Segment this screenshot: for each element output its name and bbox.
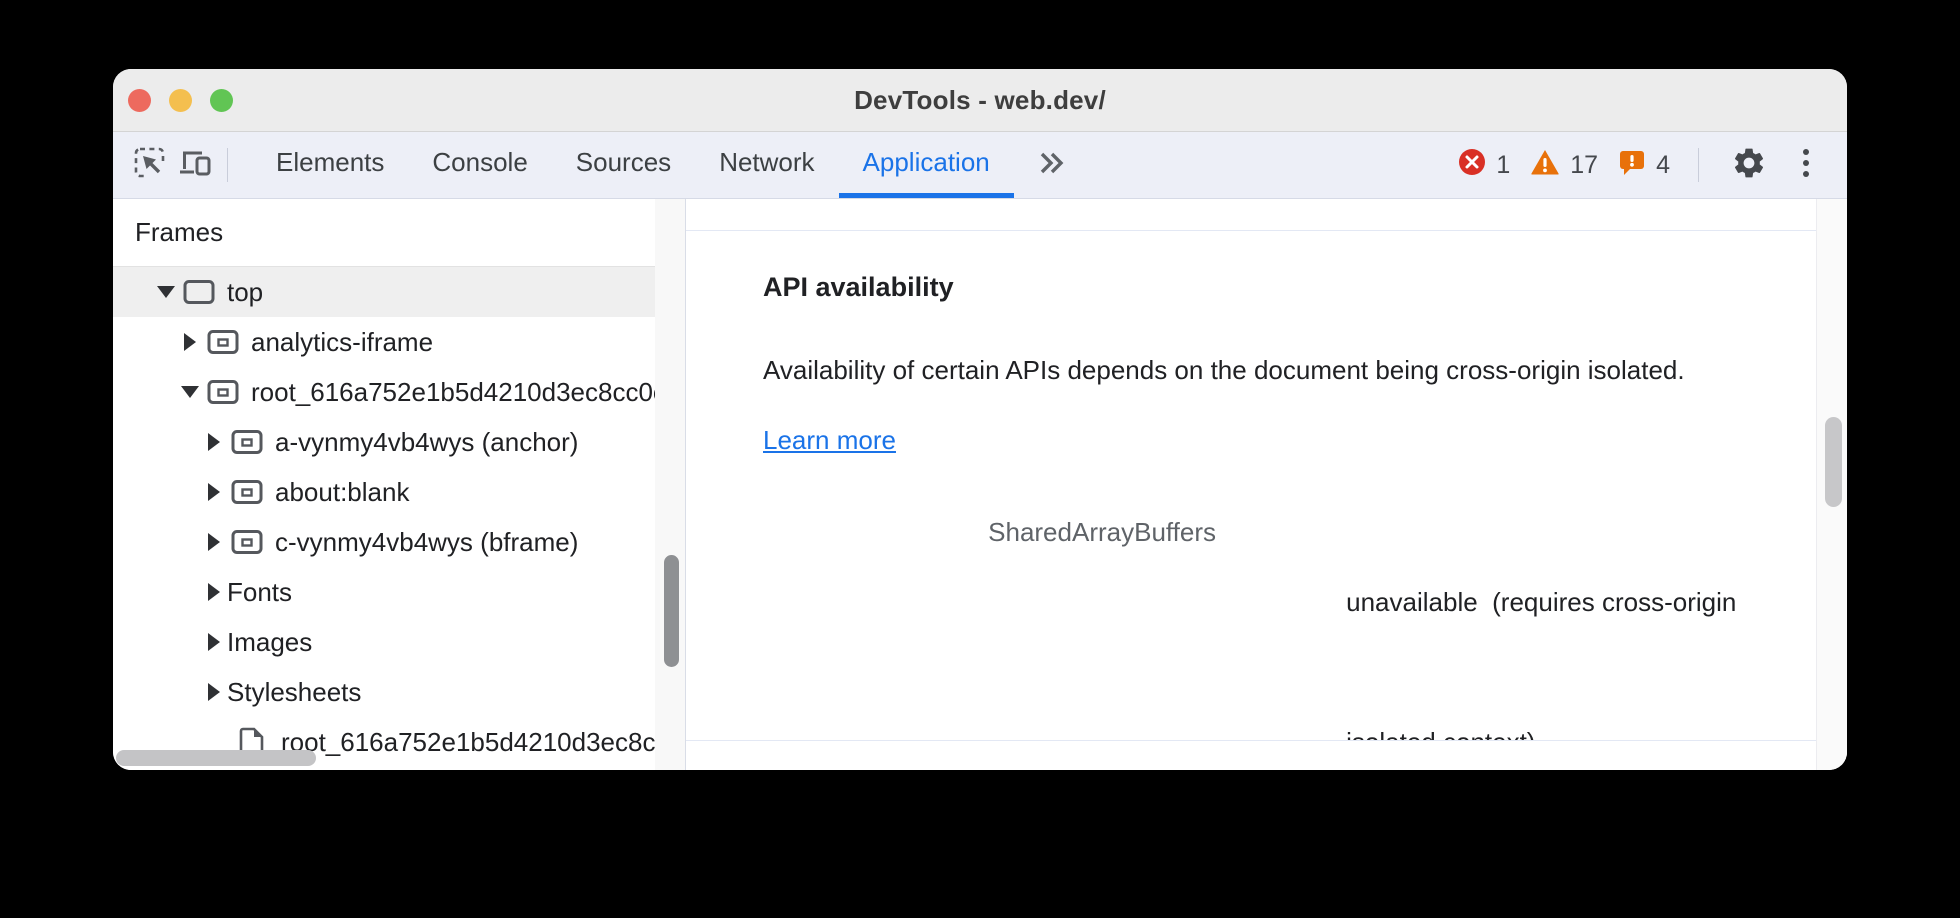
device-toolbar-icon bbox=[178, 146, 214, 185]
error-icon bbox=[1458, 148, 1486, 183]
tree-row-anchor-frame[interactable]: a-vynmy4vb4wys (anchor) bbox=[113, 417, 685, 467]
tree-row-root-frame[interactable]: root_616a752e1b5d4210d3ec8cc0e6 bbox=[113, 367, 685, 417]
devtools-toolbar: Elements Console Sources Network Applica… bbox=[113, 132, 1847, 199]
tree-row-top[interactable]: top bbox=[113, 267, 685, 317]
tree-row-bframe[interactable]: c-vynmy4vb4wys (bframe) bbox=[113, 517, 685, 567]
issues-icon bbox=[1618, 148, 1646, 183]
description-text: Availability of certain APIs depends on … bbox=[763, 355, 1685, 385]
iframe-icon bbox=[231, 479, 263, 505]
tree-row-root-document[interactable]: root_616a752e1b5d4210d3ec8cc0e6 bbox=[113, 717, 685, 767]
sidebar-horizontal-scrollbar-thumb[interactable] bbox=[116, 750, 316, 766]
tab-sources[interactable]: Sources bbox=[575, 147, 672, 177]
tree-row-label: about:blank bbox=[275, 476, 410, 507]
gear-icon bbox=[1731, 145, 1767, 186]
application-main-panel: API availability Availability of certain… bbox=[685, 199, 1847, 770]
titlebar: DevTools - web.dev/ bbox=[113, 69, 1847, 132]
tree-row-label: Images bbox=[227, 626, 313, 657]
issues-count: 4 bbox=[1656, 150, 1670, 179]
frame-icon bbox=[183, 279, 215, 305]
zoom-window-button[interactable] bbox=[210, 88, 233, 112]
field-value-line2: isolated context) bbox=[1346, 727, 1535, 740]
content-area: Frames top analytics-iframe bbox=[113, 199, 1847, 770]
tab-console[interactable]: Console bbox=[432, 147, 528, 177]
toolbar-right: 1 17 bbox=[1458, 132, 1847, 198]
iframe-icon bbox=[231, 429, 263, 455]
minimize-window-button[interactable] bbox=[169, 88, 192, 112]
field-row-sharedarraybuffers: SharedArrayBuffers unavailable (requires… bbox=[763, 497, 1817, 740]
close-window-button[interactable] bbox=[128, 88, 151, 112]
toolbar-right-divider bbox=[1698, 148, 1699, 182]
error-badge[interactable]: 1 bbox=[1458, 148, 1510, 183]
iframe-icon bbox=[207, 329, 239, 355]
tree-row-label: c-vynmy4vb4wys (bframe) bbox=[275, 526, 579, 557]
device-toolbar-button[interactable] bbox=[173, 132, 219, 198]
chevron-right-icon[interactable] bbox=[203, 433, 225, 451]
tree-row-label: root_616a752e1b5d4210d3ec8cc0e6 bbox=[251, 376, 682, 407]
tab-network[interactable]: Network bbox=[719, 147, 815, 177]
chevron-down-icon[interactable] bbox=[155, 286, 177, 298]
tree-row-analytics-iframe[interactable]: analytics-iframe bbox=[113, 317, 685, 367]
iframe-icon bbox=[207, 379, 239, 405]
more-tabs-button[interactable] bbox=[1032, 132, 1072, 198]
tab-elements[interactable]: Elements bbox=[276, 147, 385, 177]
error-count: 1 bbox=[1496, 150, 1511, 179]
inspect-cursor-icon bbox=[133, 146, 167, 185]
more-tabs-chevron-icon bbox=[1038, 151, 1066, 180]
tree-row-stylesheets[interactable]: Stylesheets bbox=[113, 667, 685, 717]
warning-badge[interactable]: 17 bbox=[1530, 148, 1598, 183]
section-heading: API availability bbox=[763, 272, 954, 302]
kebab-menu-icon bbox=[1801, 146, 1811, 185]
chevron-down-icon[interactable] bbox=[179, 386, 201, 398]
tree-row-fonts[interactable]: Fonts bbox=[113, 567, 685, 617]
tree-row-label: Stylesheets bbox=[227, 676, 362, 707]
frames-section-header[interactable]: Frames bbox=[113, 199, 685, 267]
api-fields: SharedArrayBuffers unavailable (requires… bbox=[763, 497, 1817, 740]
tree-row-label: top bbox=[227, 276, 264, 307]
chevron-right-icon[interactable] bbox=[203, 533, 225, 551]
warning-icon bbox=[1530, 148, 1560, 183]
frames-tree: top analytics-iframe root_616a752e1b5d42… bbox=[113, 267, 685, 767]
chevron-right-icon[interactable] bbox=[203, 683, 225, 701]
tree-row-label: root_616a752e1b5d4210d3ec8cc0e6 bbox=[281, 726, 685, 757]
kebab-menu-button[interactable] bbox=[1791, 132, 1821, 198]
devtools-window: DevTools - web.dev/ bbox=[113, 69, 1847, 770]
warning-count: 17 bbox=[1570, 150, 1599, 179]
toolbar-divider bbox=[227, 148, 228, 182]
sidebar-vertical-scrollbar-thumb[interactable] bbox=[664, 555, 679, 667]
tree-row-label: Fonts bbox=[227, 576, 293, 607]
tree-row-label: analytics-iframe bbox=[251, 326, 434, 357]
tree-row-about-blank[interactable]: about:blank bbox=[113, 467, 685, 517]
chevron-right-icon[interactable] bbox=[179, 333, 201, 351]
sidebar-scrollbar-track bbox=[655, 199, 685, 770]
chevron-right-icon[interactable] bbox=[203, 633, 225, 651]
application-sidebar: Frames top analytics-iframe bbox=[113, 199, 685, 770]
chevron-right-icon[interactable] bbox=[203, 483, 225, 501]
chevron-right-icon[interactable] bbox=[203, 583, 225, 601]
traffic-lights bbox=[128, 69, 233, 131]
issues-badge[interactable]: 4 bbox=[1618, 148, 1670, 183]
toolbar-left bbox=[113, 132, 236, 198]
panel-tabs: Elements Console Sources Network Applica… bbox=[252, 132, 1014, 198]
field-value: unavailable (requires cross-origin isola… bbox=[1245, 497, 1737, 740]
learn-more-link[interactable]: Learn more bbox=[763, 425, 896, 455]
tab-application[interactable]: Application bbox=[838, 132, 1014, 198]
section-description: Availability of certain APIs depends on … bbox=[763, 335, 1723, 475]
tree-row-label: a-vynmy4vb4wys (anchor) bbox=[275, 426, 579, 457]
field-value-line1: unavailable (requires cross-origin bbox=[1346, 587, 1737, 617]
settings-button[interactable] bbox=[1727, 132, 1771, 198]
api-availability-section: API availability Availability of certain… bbox=[686, 230, 1817, 741]
iframe-icon bbox=[231, 529, 263, 555]
tree-row-images[interactable]: Images bbox=[113, 617, 685, 667]
main-vertical-scrollbar-thumb[interactable] bbox=[1825, 417, 1842, 507]
field-name: SharedArrayBuffers bbox=[988, 517, 1216, 547]
inspect-element-button[interactable] bbox=[127, 132, 173, 198]
window-title: DevTools - web.dev/ bbox=[854, 84, 1106, 115]
